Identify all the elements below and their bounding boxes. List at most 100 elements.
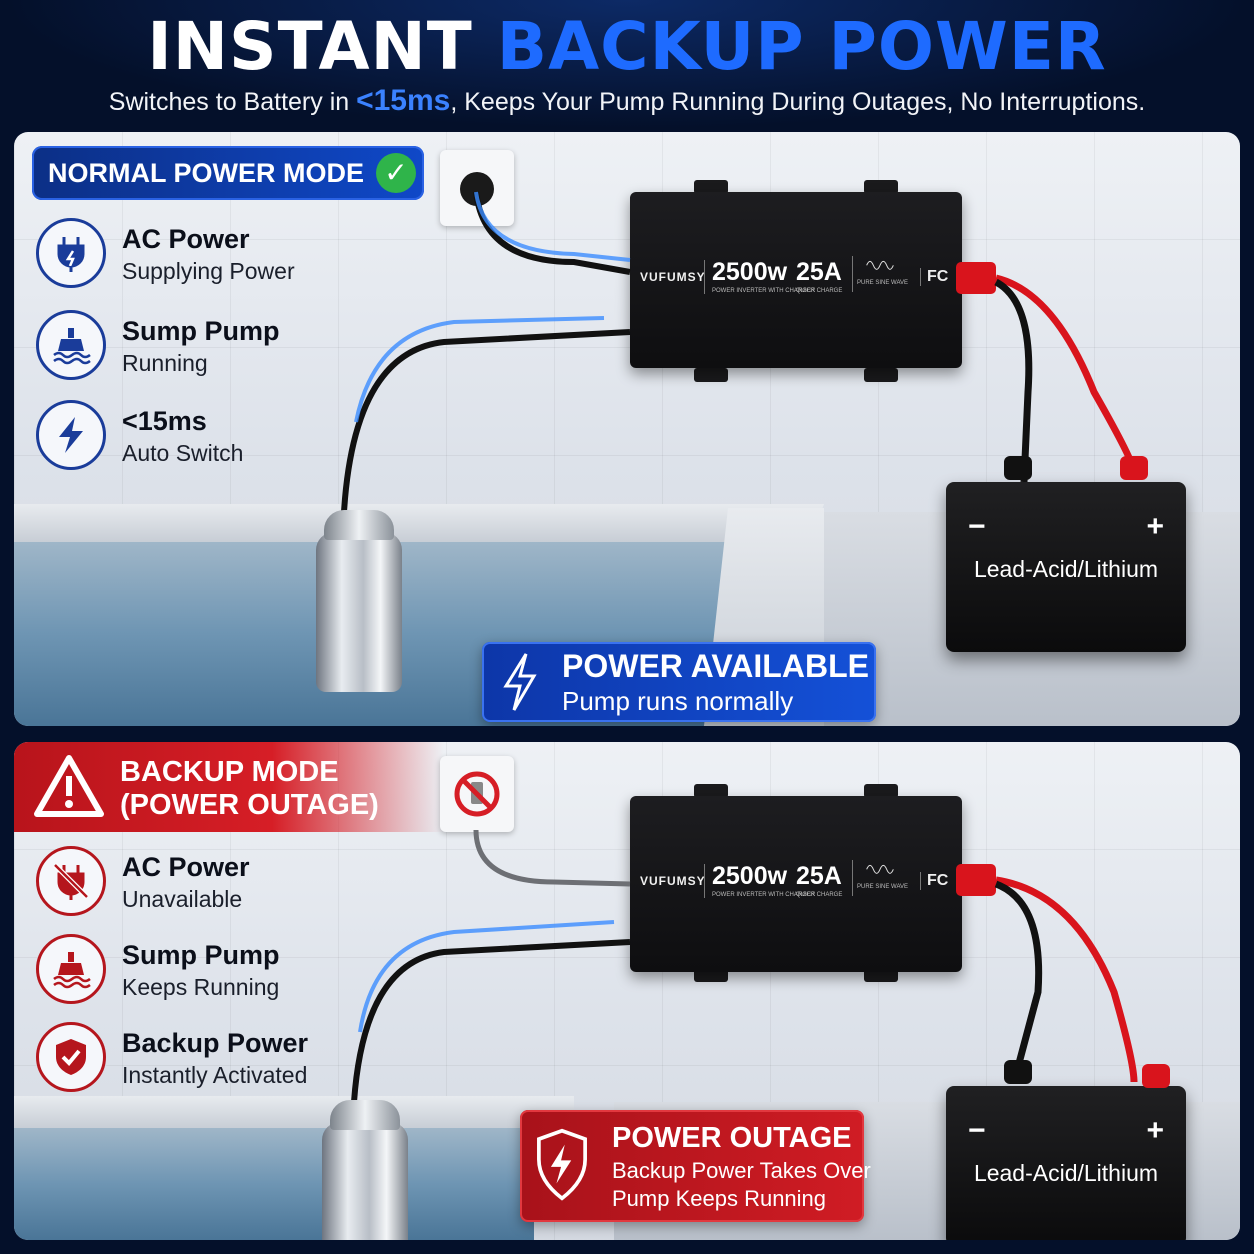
cables xyxy=(351,829,1138,1103)
feature-title: AC Power xyxy=(122,224,250,254)
status-title: POWER OUTAGE xyxy=(612,1122,852,1154)
sump-pump xyxy=(322,1100,408,1240)
backup-mode-line1: BACKUP MODE xyxy=(120,756,339,788)
inverter: VUFUMSY 2500w POWER INVERTER WITH CHARGE… xyxy=(630,796,962,972)
mount-bracket xyxy=(694,368,728,382)
mount-bracket xyxy=(864,784,898,798)
inverter-amp-sub: QUICK CHARGE xyxy=(796,288,843,294)
feature-desc: Keeps Running xyxy=(122,974,280,1000)
feature-desc: Running xyxy=(122,350,208,376)
page-title: INSTANT BACKUP POWER xyxy=(0,8,1254,85)
battery-terminal-pos xyxy=(1120,456,1148,480)
pump-icon xyxy=(36,934,106,1004)
mount-bracket xyxy=(864,368,898,382)
inverter-amp-sub: QUICK CHARGE xyxy=(796,892,843,898)
inverter-brand: VUFUMSY xyxy=(640,270,706,284)
inverter-watt-sub: POWER INVERTER WITH CHARGER xyxy=(712,892,816,898)
feature-title: AC Power xyxy=(122,852,250,882)
subtitle-post: , Keeps Your Pump Running During Outages… xyxy=(450,88,1146,116)
mount-bracket xyxy=(694,784,728,798)
status-line2: Pump Keeps Running xyxy=(612,1186,827,1211)
battery-terminal-neg xyxy=(1004,456,1032,480)
sine-wave-icon: PURE SINE WAVE xyxy=(852,256,910,292)
normal-mode-label: NORMAL POWER MODE xyxy=(48,158,364,188)
normal-mode-badge: NORMAL POWER MODE ✓ xyxy=(32,146,424,200)
mount-bracket xyxy=(694,180,728,194)
feature-title: Sump Pump xyxy=(122,940,280,970)
power-available-box: POWER AVAILABLE Pump runs normally xyxy=(482,642,876,722)
inverter-wave-label: PURE SINE WAVE xyxy=(857,280,909,286)
page-subtitle: Switches to Battery in <15ms, Keeps Your… xyxy=(0,84,1254,118)
pump-icon xyxy=(36,310,106,380)
inverter-watt: 2500w xyxy=(712,258,788,286)
battery-terminal-neg xyxy=(1004,1060,1032,1084)
pool-water xyxy=(14,1128,534,1240)
shield-bolt-icon xyxy=(537,1128,587,1201)
subtitle-highlight: <15ms xyxy=(356,84,451,117)
feature-title: Backup Power xyxy=(122,1028,309,1058)
battery-plus: + xyxy=(1146,1114,1164,1147)
red-connector xyxy=(956,864,996,896)
feature-title: <15ms xyxy=(122,406,207,436)
power-outage-box: POWER OUTAGE Backup Power Takes Over Pum… xyxy=(520,1110,871,1222)
fc-mark: FC xyxy=(920,268,948,286)
lightning-icon xyxy=(36,400,106,470)
pool-edge xyxy=(14,1096,574,1130)
inverter-watt-sub: POWER INVERTER WITH CHARGER xyxy=(712,288,816,294)
feature-ac-unavailable: AC Power Unavailable xyxy=(36,846,356,918)
feature-sump-pump-running: Sump Pump Keeps Running xyxy=(36,934,356,1006)
inverter-wave-label: PURE SINE WAVE xyxy=(857,884,909,890)
title-white: INSTANT xyxy=(147,8,473,85)
plug-icon xyxy=(36,218,106,288)
battery-terminal-pos xyxy=(1142,1064,1170,1088)
battery-minus: − xyxy=(968,510,986,543)
mount-bracket xyxy=(864,180,898,194)
sine-wave-icon: PURE SINE WAVE xyxy=(852,860,910,896)
status-desc: Pump runs normally xyxy=(562,686,794,716)
check-icon: ✓ xyxy=(376,153,416,193)
inverter-watt: 2500w xyxy=(712,862,788,890)
no-power-icon xyxy=(454,771,500,817)
status-line1: Backup Power Takes Over xyxy=(612,1158,871,1183)
backup-mode-line2: (POWER OUTAGE) xyxy=(120,789,379,821)
feature-ac-power: AC Power Supplying Power xyxy=(36,218,356,290)
feature-desc: Auto Switch xyxy=(122,440,244,466)
normal-mode-panel: NORMAL POWER MODE ✓ AC Power Supplying P… xyxy=(14,132,1240,726)
backup-mode-badge: BACKUP MODE (POWER OUTAGE) xyxy=(14,742,444,832)
battery-plus: + xyxy=(1146,510,1164,543)
battery-label: Lead-Acid/Lithium xyxy=(973,1160,1159,1186)
battery-minus: − xyxy=(968,1114,986,1147)
wall-outlet xyxy=(440,150,514,226)
battery: − + Lead-Acid/Lithium xyxy=(946,1086,1186,1240)
inverter-brand: VUFUMSY xyxy=(640,874,706,888)
feature-sump-pump: Sump Pump Running xyxy=(36,310,356,382)
feature-desc: Supplying Power xyxy=(122,258,295,284)
lightning-outline-icon xyxy=(503,653,537,711)
pump-cap xyxy=(330,1100,400,1130)
battery: − + Lead-Acid/Lithium xyxy=(946,482,1186,652)
feature-desc: Unavailable xyxy=(122,886,243,912)
red-connector xyxy=(956,262,996,294)
inverter-amp: 25A xyxy=(796,258,842,286)
inverter-divider xyxy=(704,864,705,898)
pump-cap xyxy=(324,510,394,540)
sump-pump xyxy=(316,510,402,692)
inverter-divider xyxy=(704,260,705,294)
wall-outlet xyxy=(440,756,514,832)
feature-desc: Instantly Activated xyxy=(122,1062,308,1088)
subtitle-pre: Switches to Battery in xyxy=(108,88,357,116)
shield-check-icon xyxy=(36,1022,106,1092)
warning-icon xyxy=(34,755,104,817)
header xyxy=(0,0,1254,130)
title-blue: BACKUP POWER xyxy=(496,8,1107,85)
fc-mark: FC xyxy=(920,872,948,890)
backup-mode-panel: BACKUP MODE (POWER OUTAGE) AC Power Unav… xyxy=(14,742,1240,1240)
no-plug-icon xyxy=(36,846,106,916)
feature-backup-power: Backup Power Instantly Activated xyxy=(36,1022,356,1094)
feature-auto-switch: <15ms Auto Switch xyxy=(36,400,356,472)
feature-title: Sump Pump xyxy=(122,316,280,346)
status-title: POWER AVAILABLE xyxy=(562,648,869,684)
inverter-amp: 25A xyxy=(796,862,842,890)
inverter: VUFUMSY 2500w POWER INVERTER WITH CHARGE… xyxy=(630,192,962,368)
battery-label: Lead-Acid/Lithium xyxy=(973,556,1159,582)
